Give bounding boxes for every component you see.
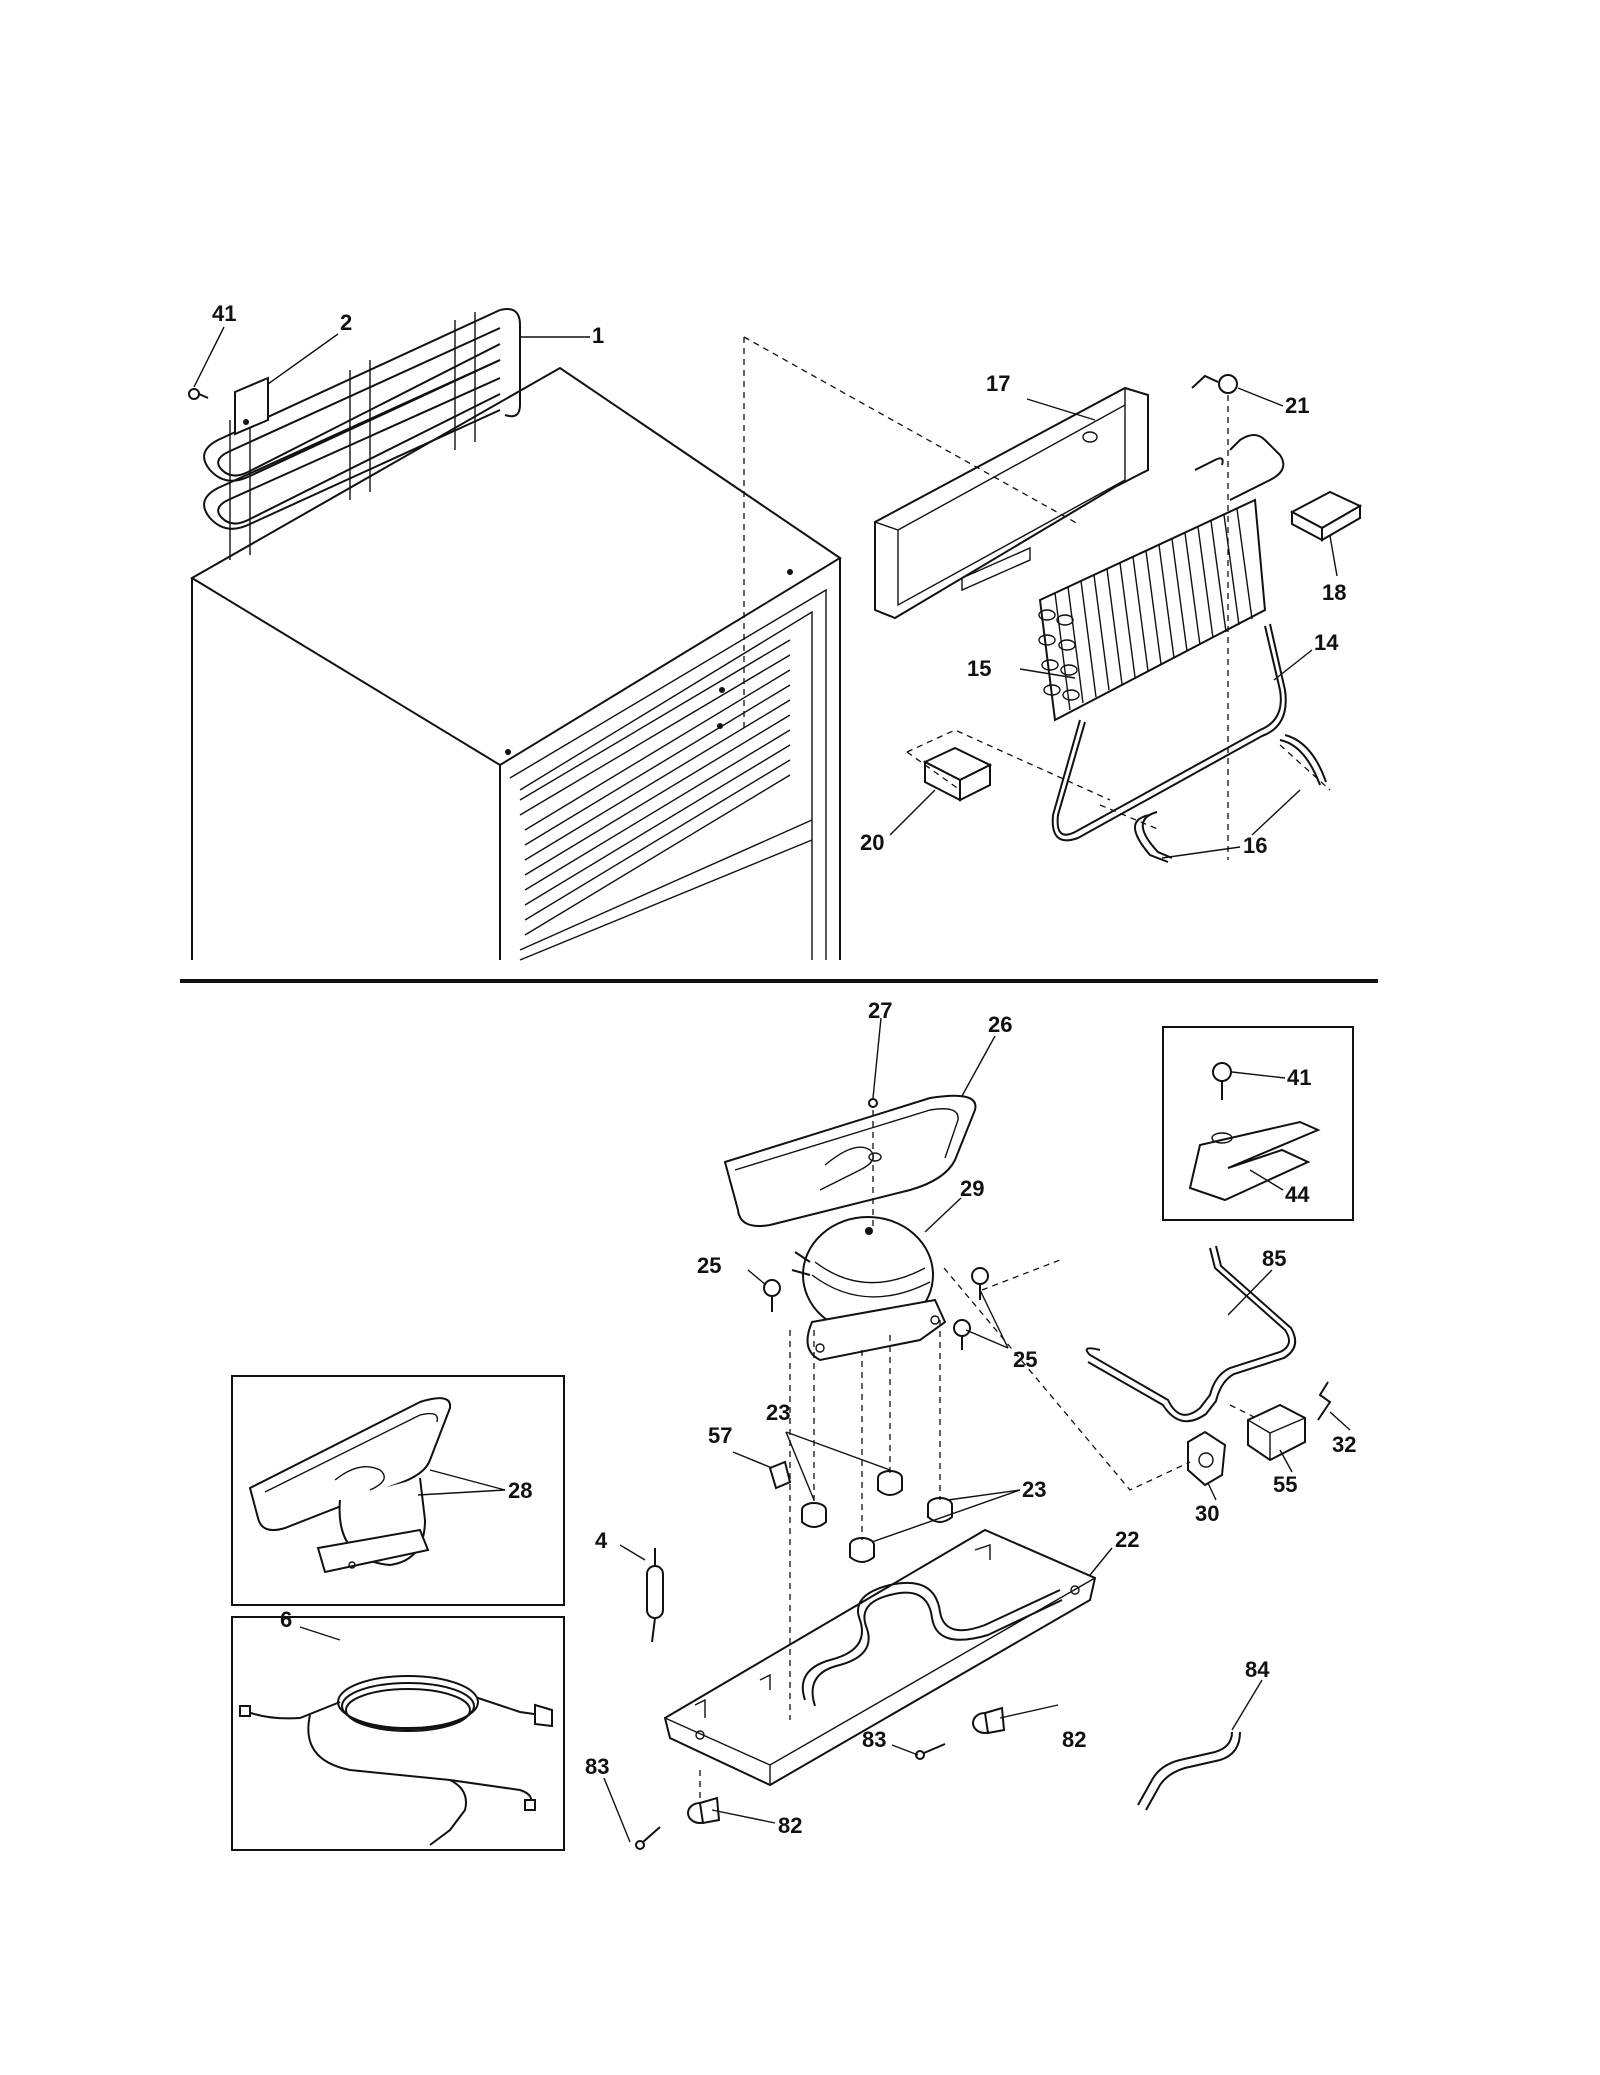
- callout-29: 29: [960, 1176, 984, 1201]
- callout-22: 22: [1115, 1527, 1139, 1552]
- screw-25-right-upper: [971, 1267, 989, 1300]
- callout-25-left: 25: [697, 1253, 721, 1278]
- relay-clip: [1317, 1381, 1332, 1421]
- grommet-d: [849, 1537, 875, 1563]
- drain-pan: [723, 1094, 977, 1227]
- evaporator: [1038, 434, 1285, 722]
- screw-25-right-lower: [953, 1319, 971, 1350]
- refrigerator-cabinet: [190, 366, 842, 961]
- callout-82-left: 82: [778, 1813, 802, 1838]
- callout-labels: 41 2 1 17 21 18 15 14 20 16 27 26 41 44 …: [212, 301, 1356, 1838]
- callout-20: 20: [860, 830, 884, 855]
- callout-25-right: 25: [1013, 1347, 1037, 1372]
- callout-85: 85: [1262, 1246, 1286, 1271]
- screw-83-right: [915, 1743, 946, 1760]
- power-cord-inset: [231, 1616, 565, 1851]
- leader-lines: [193, 326, 1351, 1843]
- callout-55: 55: [1273, 1472, 1297, 1497]
- callout-30: 30: [1195, 1501, 1219, 1526]
- callout-21: 21: [1285, 393, 1309, 418]
- compressor: [791, 1216, 947, 1362]
- callout-26: 26: [988, 1012, 1012, 1037]
- callout-23-upper: 23: [766, 1400, 790, 1425]
- callout-82-right: 82: [1062, 1727, 1086, 1752]
- grommet-c: [927, 1497, 953, 1523]
- tube-clip: [768, 1460, 792, 1490]
- callout-57: 57: [708, 1423, 732, 1448]
- screw-25-left: [763, 1279, 781, 1312]
- compressor-pan-inset: [231, 1375, 565, 1606]
- top-alignment-lines: [743, 336, 1331, 860]
- grommet-b: [801, 1502, 827, 1528]
- callout-83-right: 83: [862, 1727, 886, 1752]
- callout-14: 14: [1314, 630, 1339, 655]
- callout-83-left: 83: [585, 1754, 609, 1779]
- bottom-alignment-lines: [699, 1110, 1261, 1800]
- overload-protector: [1187, 1430, 1227, 1487]
- start-relay: [1247, 1403, 1306, 1462]
- callout-18: 18: [1322, 580, 1346, 605]
- evaporator-cover: [874, 386, 1149, 620]
- callout-6: 6: [280, 1607, 292, 1632]
- foot-82-right: [972, 1706, 1006, 1735]
- callout-44: 44: [1285, 1182, 1310, 1207]
- callout-28: 28: [508, 1478, 532, 1503]
- callout-41-inset: 41: [1287, 1065, 1311, 1090]
- callout-27: 27: [868, 998, 892, 1023]
- bracket-inset: [1162, 1026, 1354, 1221]
- evaporator-pad: [1289, 490, 1363, 542]
- callout-23-lower: 23: [1022, 1477, 1046, 1502]
- drain-plug: [868, 1098, 878, 1108]
- filter-dryer: [646, 1548, 664, 1643]
- callout-15: 15: [967, 656, 991, 681]
- callout-41-top: 41: [212, 301, 236, 326]
- grommet-a: [877, 1470, 903, 1496]
- condenser-coil: [203, 308, 521, 560]
- drain-pad: [922, 746, 993, 802]
- drain-tube: [1137, 1731, 1241, 1811]
- callout-84: 84: [1245, 1657, 1270, 1682]
- callout-32: 32: [1332, 1432, 1356, 1457]
- screw-41-top: [188, 388, 209, 400]
- foot-82-left: [687, 1796, 721, 1825]
- callout-2: 2: [340, 310, 352, 335]
- callout-1: 1: [592, 323, 604, 348]
- callout-17: 17: [986, 371, 1010, 396]
- defrost-thermostat: [1191, 374, 1238, 394]
- compressor-base: [663, 1528, 1097, 1787]
- defrost-heater: [1051, 623, 1287, 842]
- process-tube: [1085, 1245, 1297, 1423]
- condenser-bracket: [234, 376, 269, 436]
- callout-4: 4: [595, 1528, 608, 1553]
- callout-16: 16: [1243, 833, 1267, 858]
- screw-83-left: [635, 1826, 661, 1850]
